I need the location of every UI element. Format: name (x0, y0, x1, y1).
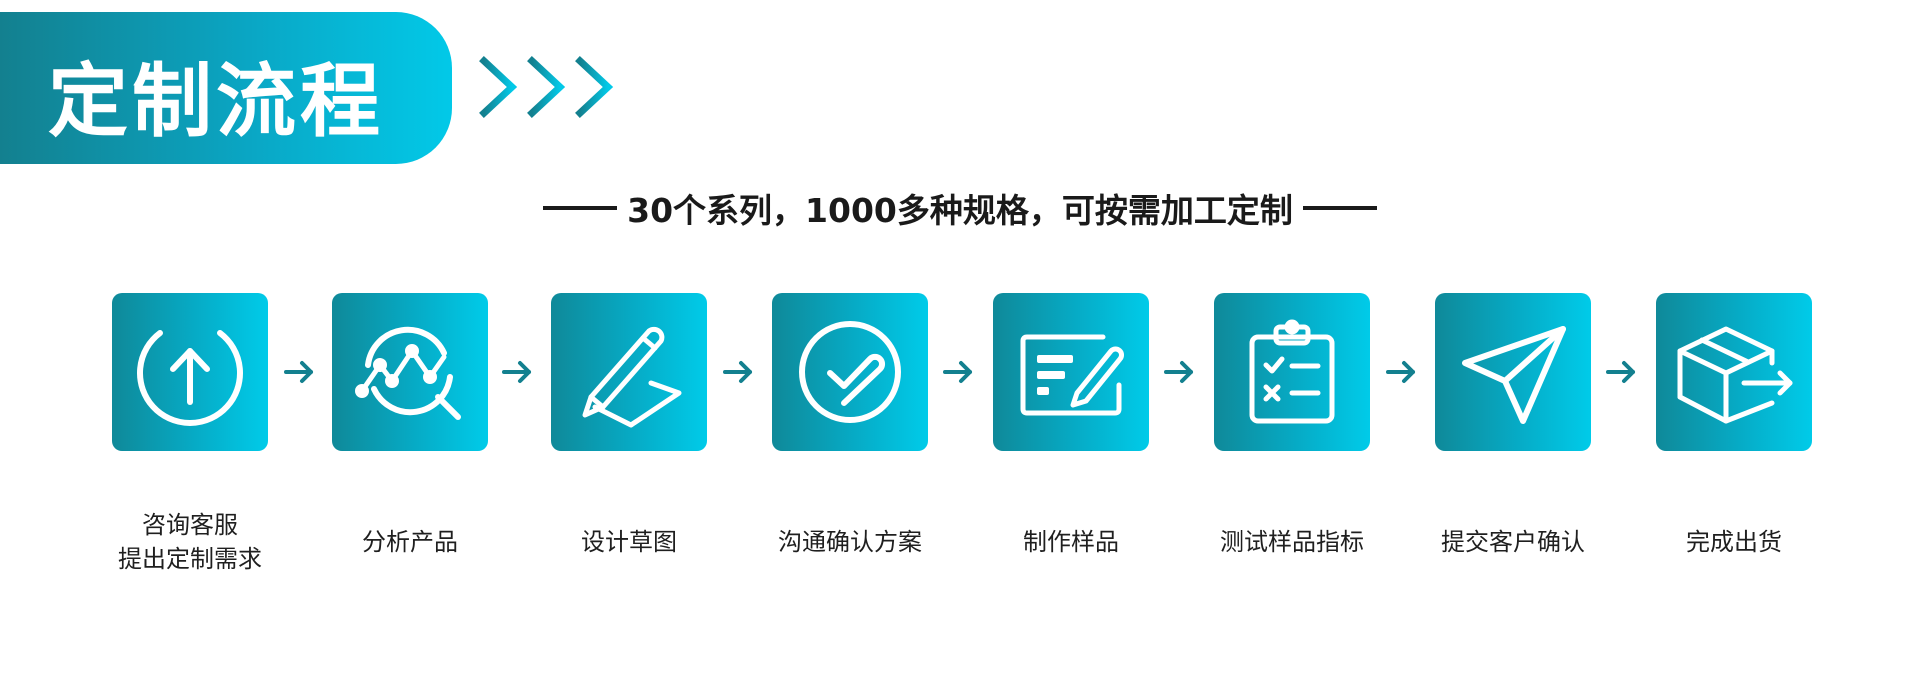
step-tile-test (1214, 293, 1370, 451)
step-tile-submit (1435, 293, 1591, 451)
step-tile-sketch (551, 293, 707, 451)
page-title: 定制流程 (48, 55, 384, 148)
arrow-right-icon (1386, 361, 1415, 383)
step-label-consult: 咨询客服 提出定制需求 (118, 511, 262, 573)
subtitle-dash-left (543, 206, 618, 210)
arrow-right-icon (284, 361, 313, 383)
step-tile-sample (993, 293, 1149, 451)
paper-plane-icon (1462, 326, 1566, 424)
upload-circle-icon (137, 330, 243, 426)
subtitle: 30个系列，1000多种规格，可按需加工定制 (0, 186, 1920, 230)
step-tile-ship (1656, 293, 1812, 451)
clipboard-checklist-icon (1249, 319, 1335, 424)
step-label-sketch: 设计草图 (581, 528, 677, 556)
pencil-design-icon (582, 326, 682, 428)
check-circle-icon (799, 321, 901, 423)
step-tile-confirm-plan (772, 293, 928, 451)
step-label-test: 测试样品指标 (1220, 528, 1364, 556)
subtitle-text: 30个系列，1000多种规格，可按需加工定制 (627, 191, 1293, 230)
triple-chevron-icon (479, 56, 614, 118)
title-banner: 定制流程 (0, 12, 452, 164)
box-shipping-icon (1677, 326, 1793, 424)
arrow-right-icon (1164, 361, 1193, 383)
step-tile-consult (112, 293, 268, 451)
analysis-magnifier-icon (355, 326, 461, 420)
step-tile-analysis (332, 293, 488, 451)
arrow-right-icon (943, 361, 972, 383)
step-label-sample: 制作样品 (1023, 528, 1119, 556)
edit-form-icon (1020, 334, 1124, 416)
step-label-analysis: 分析产品 (362, 528, 458, 556)
subtitle-dash-right (1302, 206, 1377, 210)
arrow-right-icon (1606, 361, 1635, 383)
arrow-right-icon (723, 361, 752, 383)
step-label-ship: 完成出货 (1686, 528, 1782, 556)
step-label-submit: 提交客户确认 (1441, 528, 1585, 556)
step-label-confirm-plan: 沟通确认方案 (778, 528, 922, 556)
arrow-right-icon (502, 361, 531, 383)
